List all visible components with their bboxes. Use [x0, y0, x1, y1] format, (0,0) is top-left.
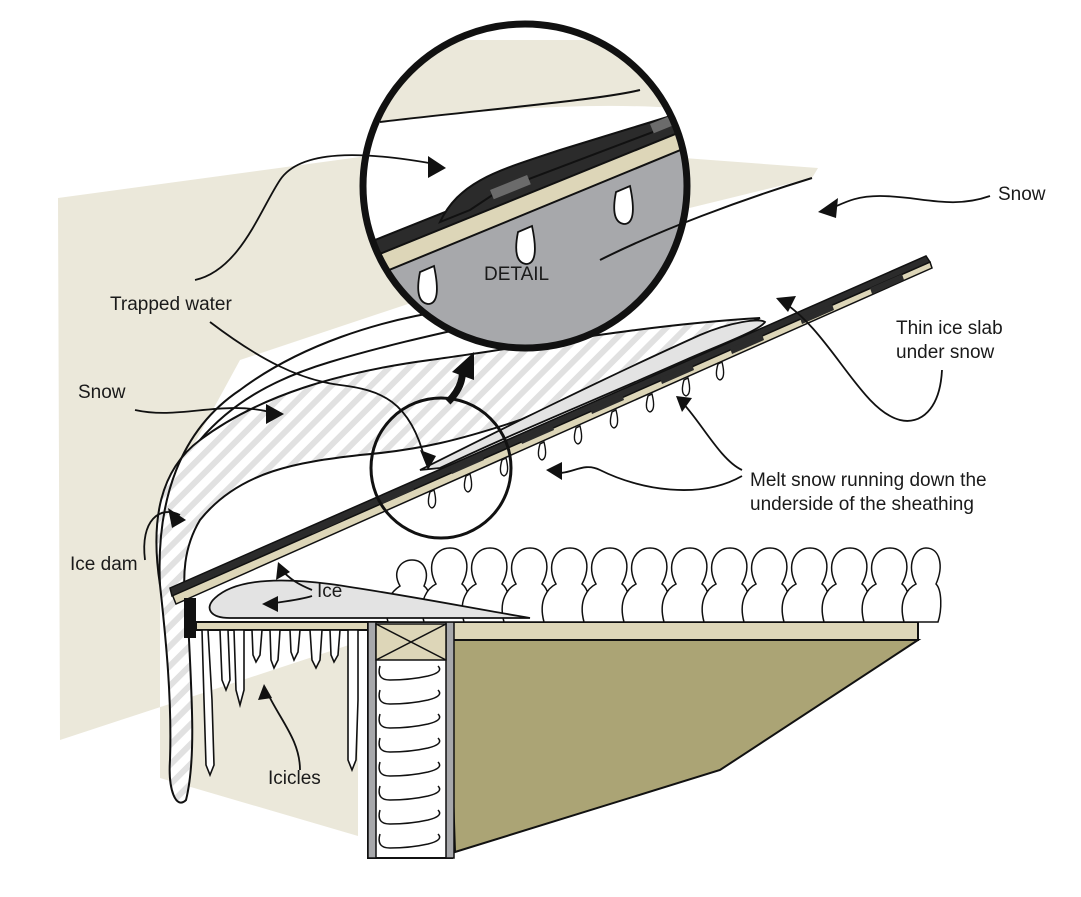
- snow-surface-right: [599, 177, 813, 261]
- label-thin-ice-slab-2: under snow: [896, 342, 995, 363]
- attic-insulation: [385, 547, 942, 623]
- fascia: [184, 598, 196, 638]
- label-thin-ice-slab-1: Thin ice slab: [896, 318, 1003, 339]
- ceiling-board: [195, 621, 919, 641]
- label-snow-right: Snow: [998, 184, 1046, 205]
- label-melt-snow-1: Melt snow running down the: [750, 470, 987, 491]
- label-ice-dam: Ice dam: [70, 554, 138, 575]
- exterior-wall: [367, 621, 453, 859]
- wall-insulation: [378, 665, 441, 849]
- shingle-steps: [240, 274, 904, 564]
- snow-ice-dam: [155, 317, 761, 804]
- label-ice: Ice: [317, 581, 342, 602]
- backdrop-plane: [58, 142, 818, 836]
- label-snow-left: Snow: [78, 382, 126, 403]
- detail-magnified: [363, 40, 687, 348]
- ice-eave: [208, 579, 531, 619]
- leader-arrowheads: [168, 156, 838, 700]
- label-detail: DETAIL: [484, 264, 549, 285]
- label-trapped-water: Trapped water: [110, 294, 232, 315]
- thin-ice-slab: [419, 319, 767, 471]
- label-melt-snow-2: underside of the sheathing: [750, 494, 974, 515]
- detail-callout-circle: [369, 396, 513, 540]
- underside-drips: [427, 360, 725, 509]
- label-icicles: Icicles: [268, 768, 321, 789]
- snow-outline: [158, 309, 451, 586]
- ceiling-interior: [446, 639, 922, 854]
- icicles-group: [201, 629, 359, 778]
